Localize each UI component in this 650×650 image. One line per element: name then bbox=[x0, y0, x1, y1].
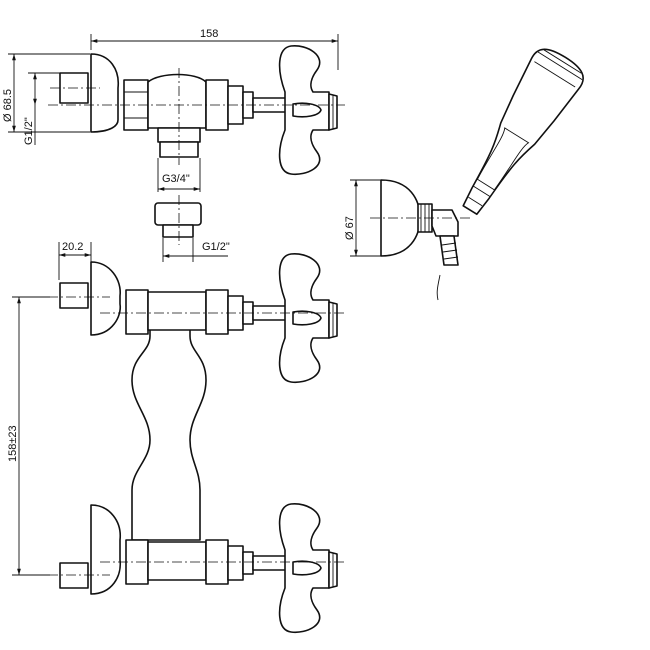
dim-inlet-depth: 20.2 bbox=[62, 241, 83, 253]
escutcheon bbox=[90, 53, 119, 133]
front-view-mixer: 20.2 158±23 bbox=[7, 241, 345, 634]
shower-handle bbox=[462, 48, 584, 216]
upper-unit bbox=[48, 252, 345, 384]
dim-holder-diameter: Ø 67 bbox=[344, 216, 356, 240]
dim-center-distance: 158±23 bbox=[7, 425, 19, 462]
body bbox=[147, 73, 207, 129]
dimensions-top: 158 Ø 68.5 G1/2" G3/4" G1/2" bbox=[2, 28, 339, 262]
mixer-body bbox=[131, 317, 207, 541]
lower-unit bbox=[48, 502, 345, 634]
cross-handle bbox=[278, 44, 338, 176]
adapter bbox=[154, 202, 202, 226]
dim-overall-length: 158 bbox=[200, 28, 218, 40]
dim-adapter-thread: G1/2" bbox=[202, 241, 230, 253]
dim-outlet-thread: G3/4" bbox=[162, 173, 190, 185]
dim-escutcheon-diameter: Ø 68.5 bbox=[2, 89, 14, 122]
top-view-mixer bbox=[48, 44, 345, 245]
hand-shower: Ø 67 bbox=[344, 48, 584, 301]
dim-inlet-thread: G1/2" bbox=[23, 117, 35, 145]
